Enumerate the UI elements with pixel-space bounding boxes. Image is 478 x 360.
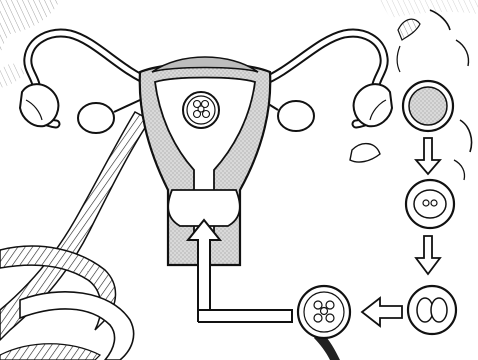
ovary-right — [278, 101, 314, 131]
left-arrow — [362, 298, 402, 326]
stage-four-cell — [298, 286, 350, 338]
down-arrow-2 — [416, 236, 440, 274]
stage-egg — [403, 81, 453, 131]
ovary-left — [78, 103, 114, 133]
down-arrow-1 — [416, 138, 440, 174]
stage-two-cell — [408, 286, 456, 334]
stage-zygote — [406, 180, 454, 228]
path-connector — [198, 310, 292, 322]
implanted-embryo — [183, 92, 219, 128]
